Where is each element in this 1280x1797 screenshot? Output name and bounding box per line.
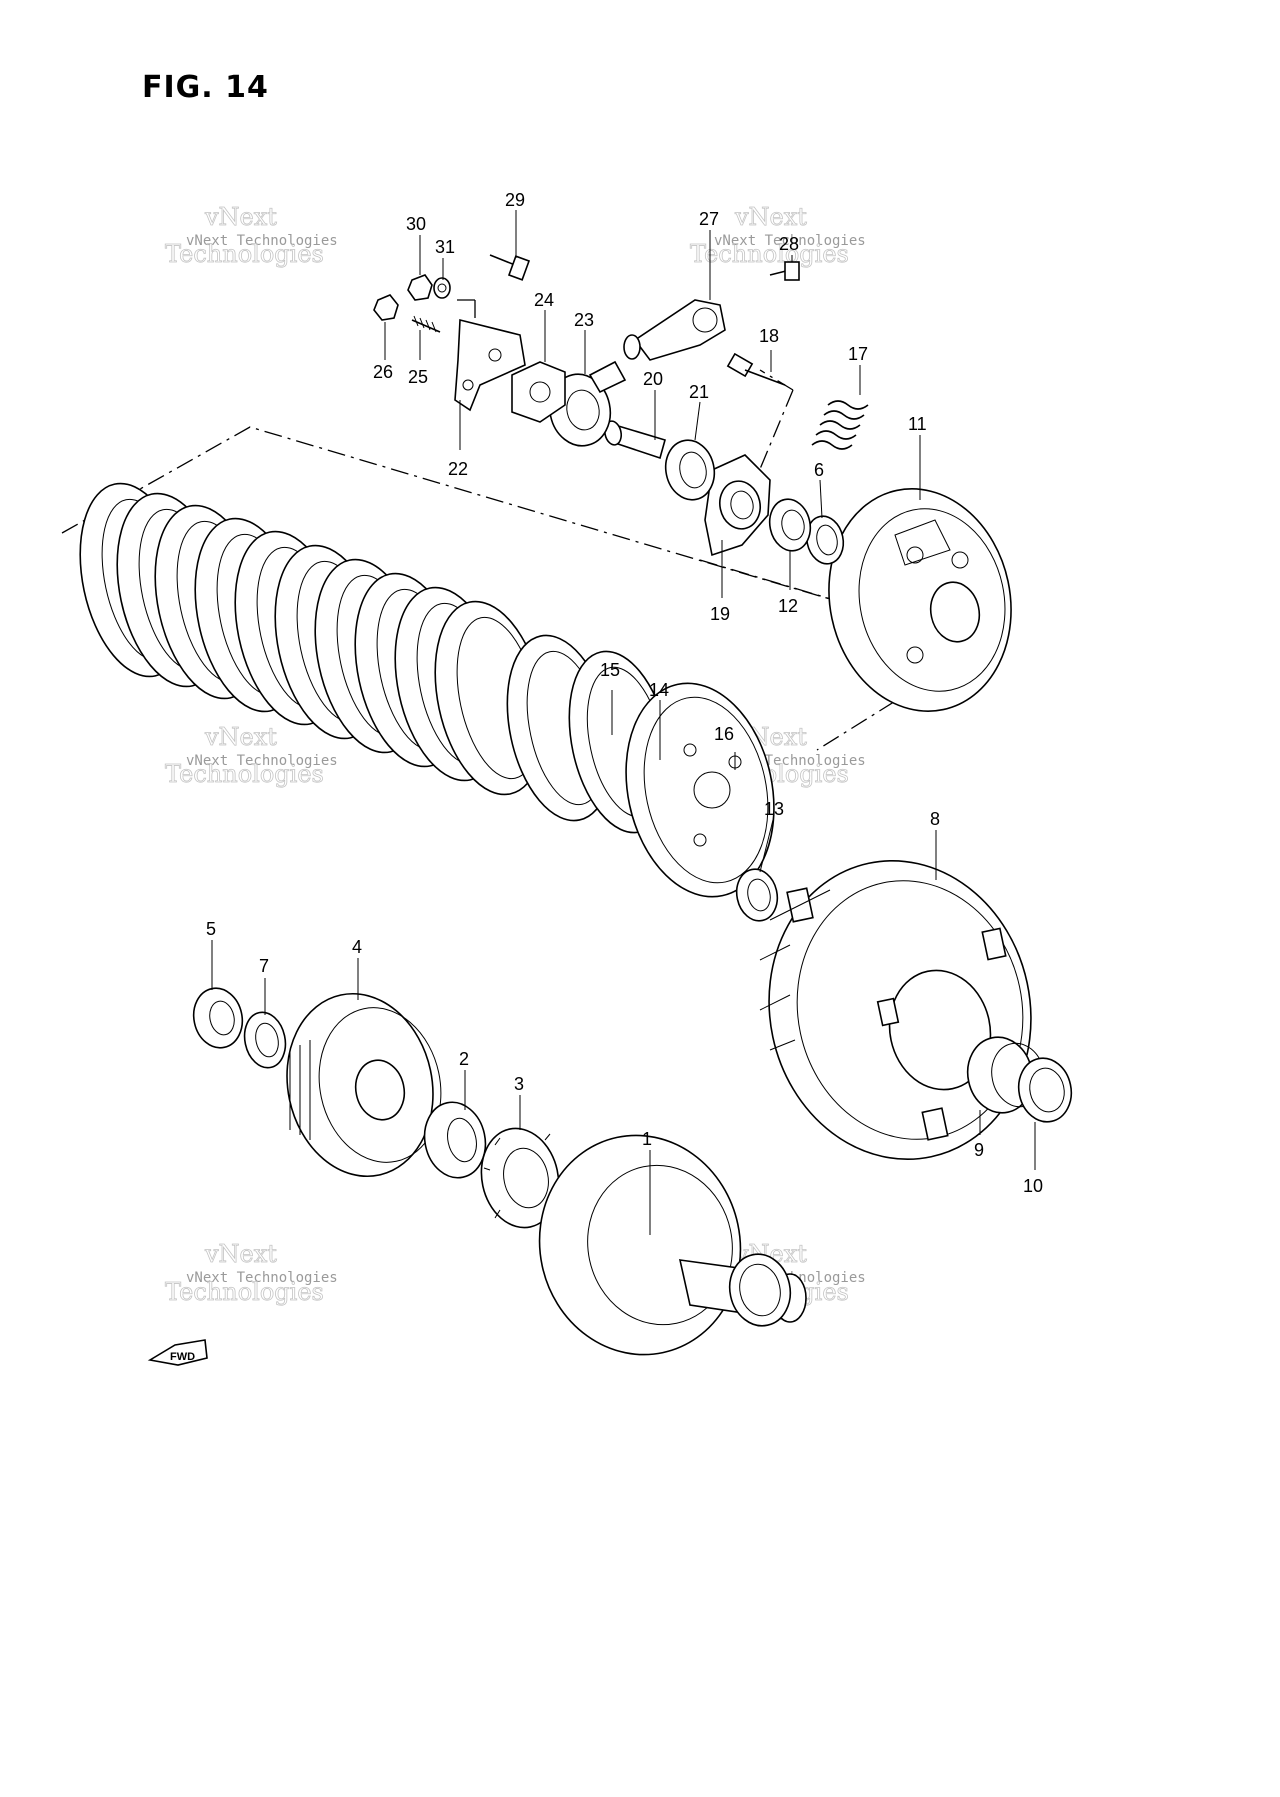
clutch-hub-11 — [828, 488, 1012, 712]
callout-15: 15 — [600, 660, 620, 680]
callout-25: 25 — [408, 367, 428, 387]
callout-7: 7 — [259, 956, 269, 976]
washer-10 — [1017, 1057, 1073, 1123]
callout-10: 10 — [1023, 1176, 1043, 1196]
washer-31 — [433, 277, 451, 299]
bracket-22 — [454, 318, 526, 412]
bolt-18 — [726, 352, 786, 386]
watermark-big-text: Technologies — [690, 240, 849, 268]
watermark-text: vNext Technologies — [714, 233, 866, 249]
watermark-big-text: vNext — [734, 203, 807, 231]
callout-16: 16 — [714, 724, 734, 744]
callout-22: 22 — [448, 459, 468, 479]
callout-30: 30 — [406, 214, 426, 234]
washer-6 — [805, 515, 845, 565]
washer-7 — [243, 1011, 287, 1069]
clutch-drum-1 — [538, 1134, 807, 1356]
callout-29: 29 — [505, 190, 525, 210]
callout-17: 17 — [848, 344, 868, 364]
callout-9: 9 — [974, 1140, 984, 1160]
clutch-plate-stack — [79, 482, 672, 834]
watermark-big-text: vNext — [204, 1240, 277, 1268]
callout-2: 2 — [459, 1049, 469, 1069]
bolt-29 — [489, 254, 531, 281]
callout-4: 4 — [352, 937, 362, 957]
clutch-shoe-assembly-4 — [286, 992, 442, 1178]
watermark-big-text: Technologies — [165, 240, 324, 268]
callout-21: 21 — [689, 382, 709, 402]
spring-17 — [811, 400, 869, 450]
watermark-text: vNext Technologies — [186, 753, 338, 769]
push-rod-20 — [603, 420, 666, 460]
callout-14: 14 — [649, 680, 669, 700]
callout-1: 1 — [642, 1129, 652, 1149]
nut-26 — [373, 294, 399, 321]
one-way-clutch-3 — [480, 1127, 560, 1229]
watermark-big-text: vNext — [204, 203, 277, 231]
callout-27: 27 — [699, 209, 719, 229]
callout-5: 5 — [206, 919, 216, 939]
pressure-plate-16 — [625, 682, 775, 898]
fwd-label: FWD — [170, 1351, 195, 1363]
watermark-big-text: Technologies — [165, 1278, 324, 1306]
callout-28: 28 — [779, 234, 799, 254]
plate-24 — [511, 361, 566, 423]
callout-31: 31 — [435, 237, 455, 257]
watermark-big-text: Technologies — [165, 760, 324, 788]
watermark-2: vNext vNext Technologies Technologies — [690, 203, 866, 269]
washer-13 — [735, 868, 779, 922]
watermark-text: vNext Technologies — [186, 1270, 338, 1286]
watermark-text: vNext Technologies — [186, 233, 338, 249]
leader-lines — [211, 210, 1036, 1235]
callout-20: 20 — [643, 369, 663, 389]
callout-23: 23 — [574, 310, 594, 330]
watermark-big-text: vNext — [204, 723, 277, 751]
bearing-21 — [664, 439, 716, 501]
watermark-3: vNext vNext Technologies Technologies — [165, 723, 338, 789]
callout-6: 6 — [814, 460, 824, 480]
figure-title: FIG. 14 — [142, 70, 269, 105]
callout-3: 3 — [514, 1074, 524, 1094]
callout-26: 26 — [373, 362, 393, 382]
nut-30 — [407, 274, 433, 301]
collar-2 — [423, 1101, 487, 1179]
watermark-1: vNext vNext Technologies Technologies — [165, 203, 338, 269]
callout-11: 11 — [908, 414, 927, 434]
callout-12: 12 — [778, 596, 798, 616]
fwd-arrow: FWD — [147, 1339, 208, 1366]
stud-25 — [411, 315, 441, 333]
callout-19: 19 — [710, 604, 730, 624]
callout-numbers: 1 2 3 4 5 7 6 8 9 10 11 12 13 14 15 16 1… — [206, 190, 1043, 1196]
callout-24: 24 — [534, 290, 554, 310]
release-lever-27 — [623, 299, 726, 361]
clutch-housing-8 — [759, 860, 1032, 1160]
callout-8: 8 — [930, 809, 940, 829]
lifter-plate-19 — [704, 454, 771, 557]
callout-18: 18 — [759, 326, 779, 346]
bearing-5 — [192, 987, 244, 1049]
watermark-5: vNext vNext Technologies Technologies — [165, 1240, 338, 1307]
bearing-12 — [768, 498, 812, 552]
callout-13: 13 — [764, 799, 784, 819]
